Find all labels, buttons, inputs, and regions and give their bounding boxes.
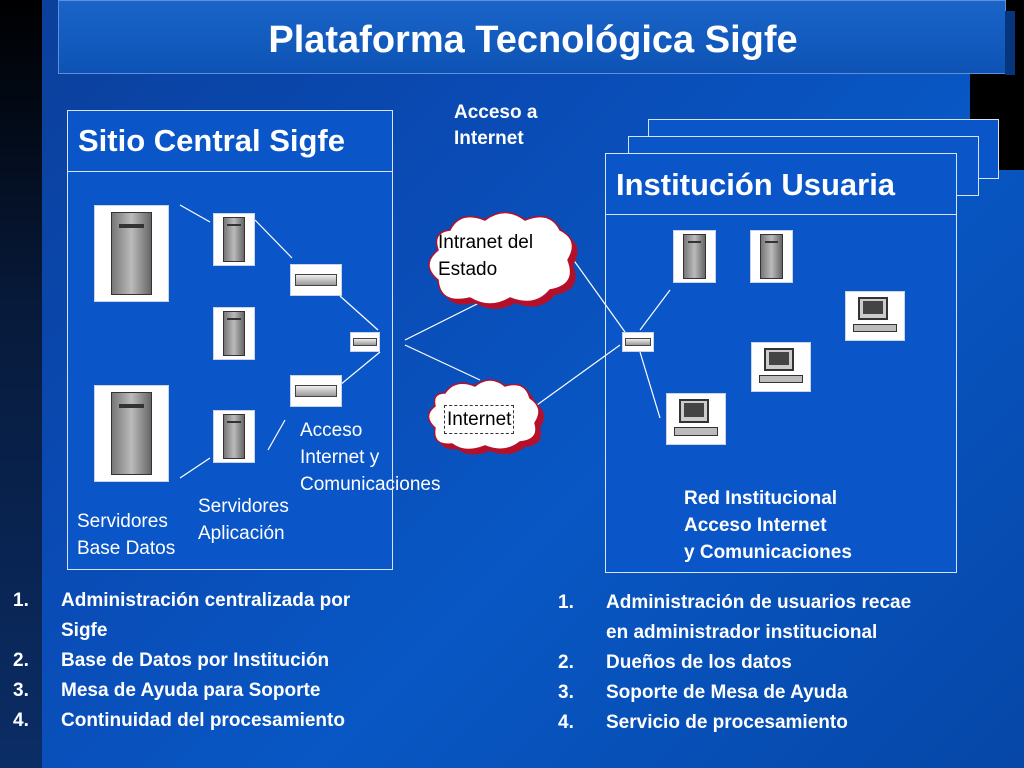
central-features-list: 1.Administración centralizada por Sigfe … bbox=[13, 586, 453, 736]
central-site-header: Sitio Central Sigfe bbox=[68, 111, 392, 172]
list-item: 1.Administración de usuarios recae bbox=[558, 592, 912, 613]
central-access-label-line1: Acceso bbox=[300, 420, 363, 441]
list-item: 2.Dueños de los datos bbox=[558, 652, 792, 673]
central-site-title: Sitio Central Sigfe bbox=[78, 123, 345, 158]
hub-icon bbox=[350, 332, 380, 352]
internet-access-label: Acceso a Internet bbox=[454, 100, 537, 152]
app-servers-label: Servidores Aplicación bbox=[198, 493, 289, 547]
app-server-icon bbox=[213, 307, 255, 360]
user-network-label-line3: y Comunicaciones bbox=[684, 542, 852, 563]
title-bar: Plataforma Tecnológica Sigfe bbox=[58, 0, 1015, 75]
central-access-label: Acceso Internet y Comunicaciones bbox=[300, 417, 440, 498]
title-bar-shadow bbox=[1005, 11, 1015, 75]
user-inst-title: Institución Usuaria bbox=[616, 167, 896, 202]
left-edge-band bbox=[0, 0, 42, 768]
user-inst-features-list: 1.Administración de usuarios recae en ad… bbox=[558, 588, 1008, 738]
user-network-label-line1: Red Institucional bbox=[684, 488, 838, 509]
list-item-cont: Sigfe bbox=[61, 620, 108, 641]
list-item: 2.Base de Datos por Institución bbox=[13, 650, 330, 671]
db-servers-label-line1: Servidores bbox=[77, 511, 168, 532]
app-server-icon bbox=[213, 213, 255, 266]
central-access-label-line2: Internet y bbox=[300, 447, 380, 468]
server-icon bbox=[750, 230, 793, 283]
hub-icon bbox=[622, 332, 654, 352]
db-servers-label: Servidores Base Datos bbox=[77, 508, 175, 562]
computer-icon bbox=[751, 342, 811, 392]
db-servers-label-line2: Base Datos bbox=[77, 538, 176, 559]
internet-cloud-icon bbox=[427, 379, 544, 455]
app-servers-label-line1: Servidores bbox=[198, 496, 289, 517]
user-network-label-line2: Acceso Internet bbox=[684, 515, 827, 536]
user-network-label: Red Institucional Acceso Internet y Comu… bbox=[684, 485, 852, 566]
list-item: 4.Servicio de procesamiento bbox=[558, 712, 848, 733]
app-servers-label-line2: Aplicación bbox=[198, 523, 285, 544]
internet-access-label-line2: Internet bbox=[454, 128, 524, 149]
server-icon bbox=[673, 230, 716, 283]
list-item: 3.Soporte de Mesa de Ayuda bbox=[558, 682, 848, 703]
router-icon bbox=[290, 264, 342, 296]
list-item: 4.Continuidad del procesamiento bbox=[13, 710, 345, 731]
computer-icon bbox=[845, 291, 905, 341]
db-server-icon bbox=[94, 385, 169, 482]
intranet-cloud-label-line2: Estado bbox=[438, 259, 498, 280]
intranet-cloud-label: Intranet del Estado bbox=[438, 229, 533, 283]
list-item: 1.Administración centralizada por bbox=[13, 590, 351, 611]
app-server-icon bbox=[213, 410, 255, 463]
user-inst-header: Institución Usuaria bbox=[606, 154, 956, 215]
computer-icon bbox=[666, 393, 726, 445]
internet-cloud-label: Internet bbox=[444, 405, 515, 434]
db-server-icon bbox=[94, 205, 169, 302]
list-item-cont: en administrador institucional bbox=[606, 622, 878, 643]
intranet-cloud-icon bbox=[428, 211, 578, 309]
intranet-cloud-label-line1: Intranet del bbox=[438, 232, 534, 253]
internet-access-label-line1: Acceso a bbox=[454, 102, 538, 123]
list-item: 3.Mesa de Ayuda para Soporte bbox=[13, 680, 321, 701]
central-access-label-line3: Comunicaciones bbox=[300, 474, 441, 495]
router-icon bbox=[290, 375, 342, 407]
slide-title: Plataforma Tecnológica Sigfe bbox=[268, 19, 798, 61]
